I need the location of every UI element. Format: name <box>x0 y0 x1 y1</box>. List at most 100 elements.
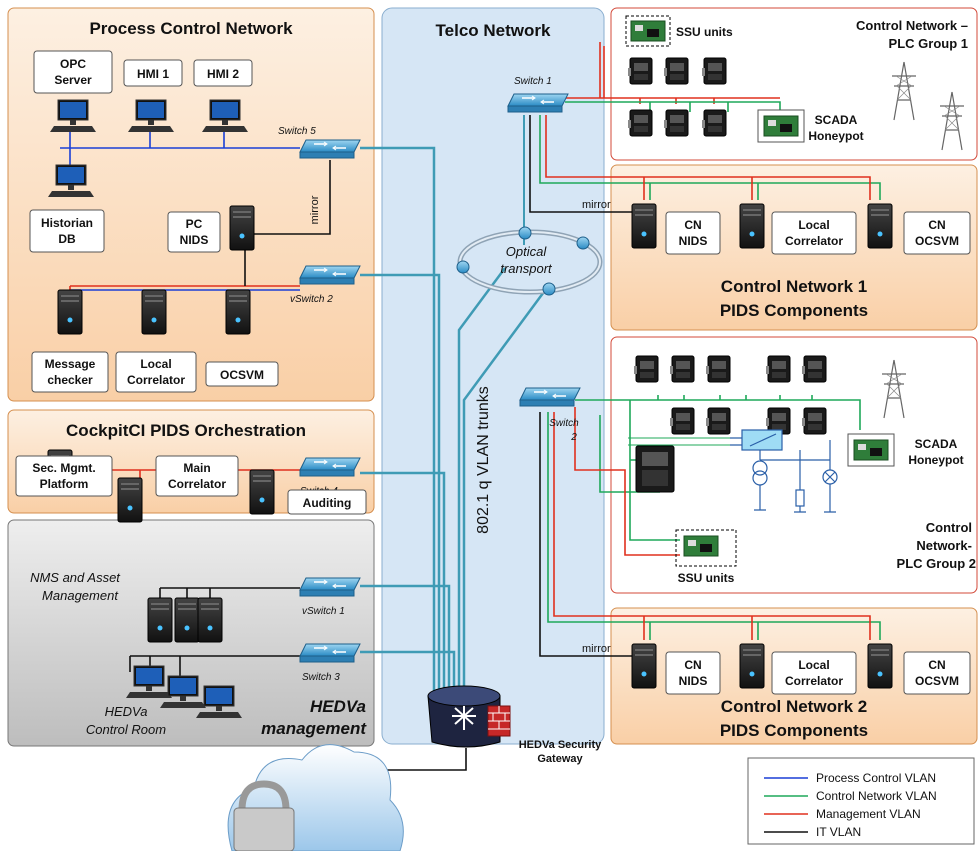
cn1-nids-label-2: NIDS <box>679 234 708 248</box>
optical-transport-ring <box>456 226 603 296</box>
nms-label-2: Management <box>42 588 119 603</box>
plc2-c <box>705 355 731 383</box>
legend-label-process: Process Control VLAN <box>816 771 936 785</box>
plc1-f <box>701 109 727 137</box>
switch4-icon <box>299 457 361 477</box>
lock-icon <box>233 780 295 851</box>
vlan-trunks-label: 802.1 q VLAN trunks <box>475 386 492 534</box>
pcn-title: Process Control Network <box>89 19 293 38</box>
pcn-local-correlator-box: Local Correlator <box>115 351 197 393</box>
ssu2-board-icon <box>683 535 719 557</box>
cn2-correlator-label-2: Correlator <box>785 674 843 688</box>
cn2-title-1: Control Network 2 <box>721 697 867 716</box>
cockpit-title: CockpitCI PIDS Orchestration <box>66 421 306 440</box>
scada1-board-icon <box>763 115 799 137</box>
nms-server-icon-1 <box>147 597 173 643</box>
hedva-mgmt-title-1: HEDVa <box>310 697 366 716</box>
plc2-d <box>765 355 791 383</box>
control-room-label-1: HEDVa <box>105 704 148 719</box>
switch3-icon <box>299 643 361 663</box>
cn1-correlator-label-1: Local <box>798 218 829 232</box>
plc2-title-1: Control <box>926 520 972 535</box>
hedva-mgmt-title-2: management <box>261 719 367 738</box>
historian-label-1: Historian <box>41 216 93 230</box>
process-control-zone <box>7 7 375 402</box>
plc2-g <box>705 407 731 435</box>
cn1-correlator-label-2: Correlator <box>785 234 843 248</box>
message-checker-server-icon <box>57 289 83 335</box>
ssu1-board-icon <box>630 20 666 42</box>
plc2-a <box>633 355 659 383</box>
message-checker-label-1: Message <box>45 357 96 371</box>
pc-nids-label-2: NIDS <box>180 233 209 247</box>
telco-title: Telco Network <box>436 21 551 40</box>
main-correlator-label-1: Main <box>183 461 210 475</box>
plc1-title-2: PLC Group 1 <box>889 36 968 51</box>
plc1-a <box>627 57 653 85</box>
main-correlator-box: Main Correlator <box>155 455 239 497</box>
plc1-c <box>701 57 727 85</box>
legend-label-it: IT VLAN <box>816 825 861 839</box>
plc1-b <box>663 57 689 85</box>
vswitch1-label: vSwitch 1 <box>302 606 345 617</box>
gateway-label-1: HEDVa Security <box>519 739 602 751</box>
message-checker-label-2: checker <box>47 373 93 387</box>
cn1-ocsvm-label-2: OCSVM <box>915 234 959 248</box>
cn1-ocsvm-box: CN OCSVM <box>903 211 971 255</box>
opc-label-2: Server <box>54 73 92 87</box>
switch1-label: Switch 1 <box>514 76 552 87</box>
plc2-title-3: PLC Group 2 <box>897 556 976 571</box>
plc1-title-1: Control Network – <box>856 18 968 33</box>
ssu1-label: SSU units <box>676 25 733 39</box>
switch2-label-1: Switch <box>549 418 579 429</box>
gateway-label-2: Gateway <box>537 753 583 765</box>
pc-nids-box: PC NIDS <box>167 211 221 253</box>
ocsvm-server-icon <box>225 289 251 335</box>
cn2-ocsvm-label-1: CN <box>928 658 945 672</box>
scada1-label-2: Honeypot <box>808 129 863 143</box>
sec-mgmt-label-1: Sec. Mgmt. <box>32 461 95 475</box>
legend: Process Control VLAN Control Network VLA… <box>747 757 975 845</box>
cn2-nids-label-2: NIDS <box>679 674 708 688</box>
vswitch1-icon <box>299 577 361 597</box>
control-room-label-2: Control Room <box>86 722 166 737</box>
vswitch2-label: vSwitch 2 <box>290 294 333 305</box>
firewall-icon <box>487 705 511 737</box>
switch2-label-2: 2 <box>570 432 577 443</box>
cn1-nids-label-1: CN <box>684 218 701 232</box>
message-checker-box: Message checker <box>31 351 109 393</box>
cn2-mirror-label: mirror <box>582 643 611 655</box>
hmi2-box: HMI 2 <box>193 59 253 87</box>
cn1-ocsvm-server-icon <box>867 203 893 249</box>
main-correlator-label-2: Correlator <box>168 477 226 491</box>
pcn-ocsvm-box: OCSVM <box>205 361 279 387</box>
switch2-icon <box>519 387 581 407</box>
scada2-board-icon <box>853 439 889 461</box>
nms-server-icon-3 <box>197 597 223 643</box>
cn2-nids-box: CN NIDS <box>665 651 721 695</box>
switch5-icon <box>299 139 361 159</box>
cn1-ocsvm-label-1: CN <box>928 218 945 232</box>
cn1-title-2: PIDS Components <box>720 301 868 320</box>
cn2-correlator-label-1: Local <box>798 658 829 672</box>
hmi1-box: HMI 1 <box>123 59 183 87</box>
main-correlator-server-icon <box>117 477 143 523</box>
hmi2-label: HMI 2 <box>207 67 239 81</box>
pc-nids-label-1: PC <box>186 217 203 231</box>
vswitch2-icon <box>299 265 361 285</box>
pc-nids-server-icon <box>229 205 255 251</box>
switch1-icon <box>507 93 569 113</box>
optical-label-2: transport <box>500 261 553 276</box>
nms-label-1: NMS and Asset <box>30 570 121 585</box>
ssu2-label: SSU units <box>678 571 735 585</box>
ssu1-frame <box>625 15 671 47</box>
opc-label-1: OPC <box>60 57 86 71</box>
cn2-ocsvm-server-icon <box>867 643 893 689</box>
cn2-ocsvm-label-2: OCSVM <box>915 674 959 688</box>
historian-box: Historian DB <box>29 209 105 253</box>
sec-mgmt-box: Sec. Mgmt. Platform <box>15 455 113 497</box>
cn1-nids-server-icon <box>631 203 657 249</box>
plc2-main-controller <box>635 445 675 493</box>
cn1-correlator-server-icon <box>739 203 765 249</box>
nms-server-icon-2 <box>174 597 200 643</box>
